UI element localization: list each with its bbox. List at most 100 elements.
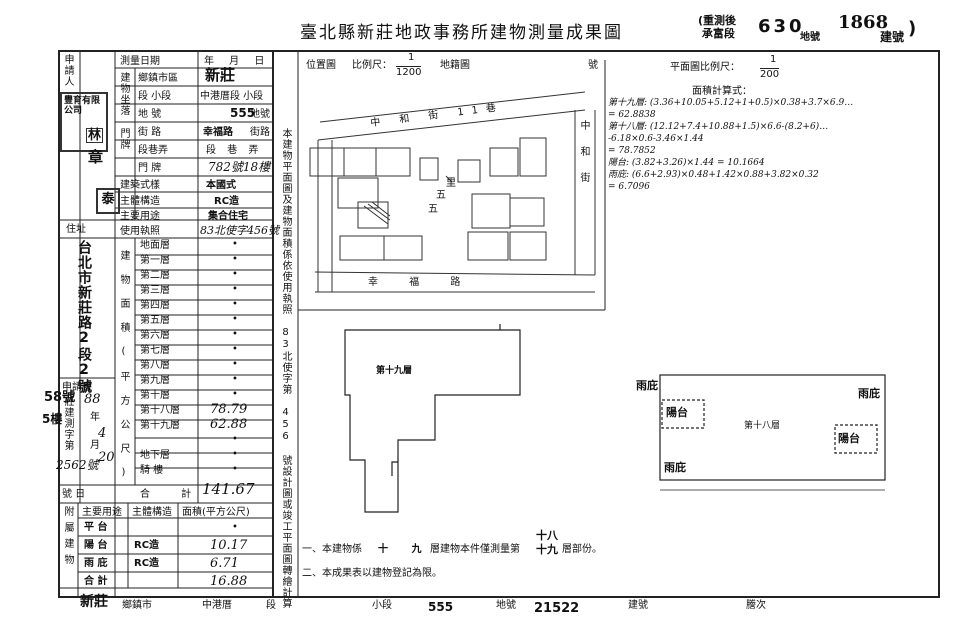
floor19-plan: [344, 324, 521, 513]
calc-line: = 62.8838: [608, 110, 656, 120]
aux-area: 16.88: [210, 574, 248, 589]
applicant-label: 申請人: [62, 54, 73, 87]
footer-section-unit: 段: [266, 600, 276, 611]
floor-area-value: •: [232, 374, 238, 385]
lot-label: 地號: [800, 32, 820, 43]
build-label: 建號: [880, 30, 905, 44]
calc-title: 面積計算式：: [692, 86, 752, 97]
balcony-label-1: 陽台: [666, 406, 688, 419]
resurvey-note-line2: 承富段: [701, 27, 735, 40]
floor-area-value: •: [232, 284, 238, 295]
struct-value: RC造: [214, 196, 240, 207]
floor-area-value: •: [232, 464, 238, 475]
lot-form-unit: 地號: [250, 109, 270, 120]
footer-district: 新莊: [80, 594, 108, 610]
section-label: 段 小段: [138, 91, 172, 102]
floor-name: 第二層: [140, 270, 170, 281]
canopy-label-1: 雨庇: [636, 379, 658, 392]
floor-area-value: •: [232, 329, 238, 340]
aux-use: 雨 庇: [84, 558, 108, 569]
floor-area-value: •: [232, 269, 238, 280]
floor-name: 第十八層: [140, 405, 180, 416]
floor-name: 第一層: [140, 255, 170, 266]
note-line1-floor: 十 九: [378, 544, 432, 555]
location-scale-den: 1200: [396, 66, 422, 78]
day-value: 20: [98, 450, 115, 465]
month-value: 4: [98, 426, 107, 441]
floor19-label: 第十九層: [376, 366, 413, 376]
canopy-label-2: 雨庇: [858, 387, 880, 400]
street-unit: 街路: [250, 127, 270, 138]
balcony-label-2: 陽台: [838, 432, 860, 445]
floor-name: 第九層: [140, 375, 170, 386]
day-label: 號 日: [62, 489, 86, 500]
document-frame: [58, 50, 940, 598]
floor-side: 5樓: [42, 412, 63, 426]
floor-name: 地面層: [140, 240, 170, 251]
note-line1-c: 十八: [536, 529, 558, 542]
calc-line: = 78.7852: [608, 146, 656, 156]
aux-area: 6.71: [210, 556, 239, 571]
canopy-label-3: 雨庇: [664, 461, 686, 474]
aux-side-label: 附屬建物: [62, 506, 73, 570]
cadastral-map-label: 地籍圖: [440, 60, 470, 71]
address-label: 住址: [66, 224, 86, 235]
footer-section: 中港厝: [202, 600, 232, 611]
floor18-label: 第十八層: [744, 421, 781, 431]
license-value: 83北使字456號: [200, 224, 279, 237]
address-value: 台北市新莊路2段2號: [76, 240, 92, 394]
location-map-sketch: [309, 91, 596, 293]
floors-side-label: 建物面積(平方公尺): [118, 250, 129, 492]
floor-name: 第十九層: [140, 420, 180, 431]
floor-name: 騎 樓: [140, 465, 164, 476]
build-number: 1868: [838, 12, 889, 33]
calc-line: 陽台: (3.82+3.26)×1.44 = 10.1664: [608, 158, 765, 168]
footer-build-no: 21522: [534, 601, 580, 616]
lot-form-label: 地 號: [138, 109, 162, 120]
type-value: 本國式: [206, 180, 236, 191]
floor-name: 第八層: [140, 360, 170, 371]
plan-scale-label: 平面圖比例尺：: [670, 62, 740, 73]
calc-line: 第十八層: (12.12+7.4+10.88+1.5)×6.6-(8.2+6)…: [608, 122, 829, 132]
vertical-note: 本建物平面圖及建物面積係依使用執照 83北使字第 456 號設計圖或竣工平面圖轉…: [280, 128, 291, 609]
aux-struct: RC造: [134, 558, 160, 569]
year-value: 88: [84, 392, 101, 407]
floor-area-value: •: [232, 239, 238, 250]
road-label-3: 幸 福 路: [368, 277, 475, 288]
floor-name: 第三層: [140, 285, 170, 296]
calc-line: -6.18×0.6-3.46×1.44: [608, 134, 704, 144]
street-label: 街 路: [138, 127, 162, 138]
floor-name: 第十層: [140, 390, 170, 401]
district-label: 鄉鎮市區: [138, 73, 178, 84]
block-label-2: 五: [436, 190, 446, 201]
note-line1-e: 層部份。: [562, 544, 602, 555]
type-label: 建築式樣: [120, 180, 160, 191]
aux-area: •: [232, 522, 238, 533]
plan-scale-num: 1: [770, 54, 777, 65]
floor-area-value: •: [232, 344, 238, 355]
lane-label: 段巷弄: [138, 145, 168, 156]
cadastral-map-no: 號: [588, 60, 598, 71]
date-label: 測量日期: [120, 56, 160, 67]
resurvey-note: (重測後 承富段: [698, 14, 737, 40]
door-label: 門 牌: [138, 163, 162, 174]
footer-lot-unit: 地號: [496, 600, 516, 611]
aux-struct: RC造: [134, 540, 160, 551]
floor-area-value: •: [232, 314, 238, 325]
applicant-name-stamp: 章: [88, 148, 104, 166]
calc-line: 第十九層: (3.36+10.05+5.12+1+0.5)×0.38+3.7×6…: [608, 98, 854, 108]
date-value: 年 月 日: [204, 56, 271, 67]
floor-name: 地下層: [140, 450, 170, 461]
aux-use: 陽 台: [84, 540, 108, 551]
section-value: 中港厝段 小段: [200, 91, 264, 102]
floor-area-value: •: [232, 359, 238, 370]
document-title: 臺北縣新莊地政事務所建物測量成果圖: [300, 23, 623, 43]
lot-number: 630: [758, 16, 805, 37]
header-paren: ): [908, 18, 917, 39]
note-line1-a: 一、本建物係: [302, 544, 362, 555]
lot-form-value: 555: [230, 106, 256, 120]
address-side: 58號: [44, 390, 76, 405]
footer-seq-unit: 謄次: [746, 600, 766, 611]
floor-name: 第五層: [140, 315, 170, 326]
